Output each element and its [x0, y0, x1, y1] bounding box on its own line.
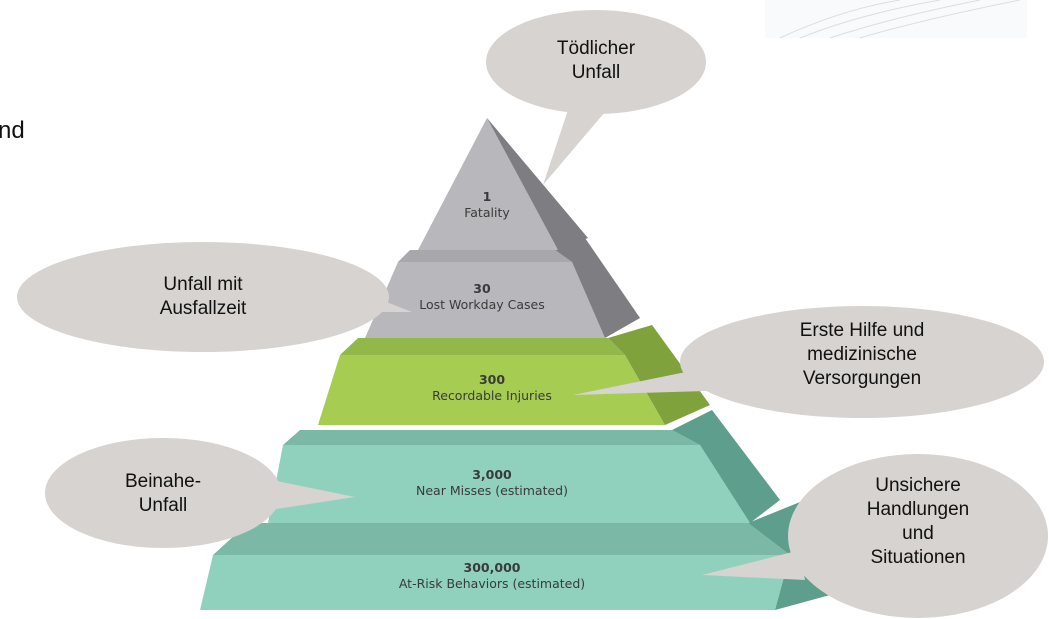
callout-lost-time-accident [17, 242, 412, 352]
callout-text-unsafe: Unsichere Handlungen und Situationen [866, 475, 970, 568]
tier-label-recordable: 300 Recordable Injuries [392, 372, 592, 404]
tier-lost-workday-cases [365, 238, 640, 338]
tier-near-misses [268, 410, 780, 523]
tier-caption: Recordable Injuries [432, 388, 552, 403]
tier-number: 30 [473, 281, 491, 296]
cut-off-side-text: nd [0, 117, 25, 144]
logo-watermark [765, 0, 1027, 39]
tier-number: 300 [478, 372, 506, 387]
tier-fatality [418, 118, 588, 250]
tier-caption: Near Misses (estimated) [416, 483, 568, 498]
callout-text-near-miss: Beinahe- Unfall [124, 471, 202, 516]
callout-first-aid [573, 306, 1044, 418]
callout-text-first-aid: Erste Hilfe und medizinische Versorgunge… [799, 320, 925, 389]
tier-label-at-risk: 300,000 At-Risk Behaviors (estimated) [352, 560, 632, 592]
callout-unsafe-acts [702, 454, 1048, 618]
tier-label-near-misses: 3,000 Near Misses (estimated) [382, 467, 602, 499]
tier-number: 1 [482, 189, 492, 204]
callout-near-miss [45, 438, 355, 548]
callout-text-lost-time: Unfall mit Ausfallzeit [159, 274, 247, 319]
tier-number: 3,000 [472, 467, 512, 482]
tier-caption: Fatality [464, 205, 510, 220]
tier-caption: At-Risk Behaviors (estimated) [398, 576, 586, 591]
tier-label-lost-workday: 30 Lost Workday Cases [392, 281, 572, 313]
tier-recordable-injuries [318, 325, 710, 425]
callout-fatal-accident [486, 10, 706, 185]
callout-bubbles [17, 10, 1048, 618]
callout-text-fatal: Tödlicher Unfall [556, 38, 636, 83]
tier-caption: Lost Workday Cases [419, 297, 545, 312]
tier-label-fatality: 1 Fatality [437, 189, 537, 221]
tier-number: 300,000 [463, 560, 521, 575]
